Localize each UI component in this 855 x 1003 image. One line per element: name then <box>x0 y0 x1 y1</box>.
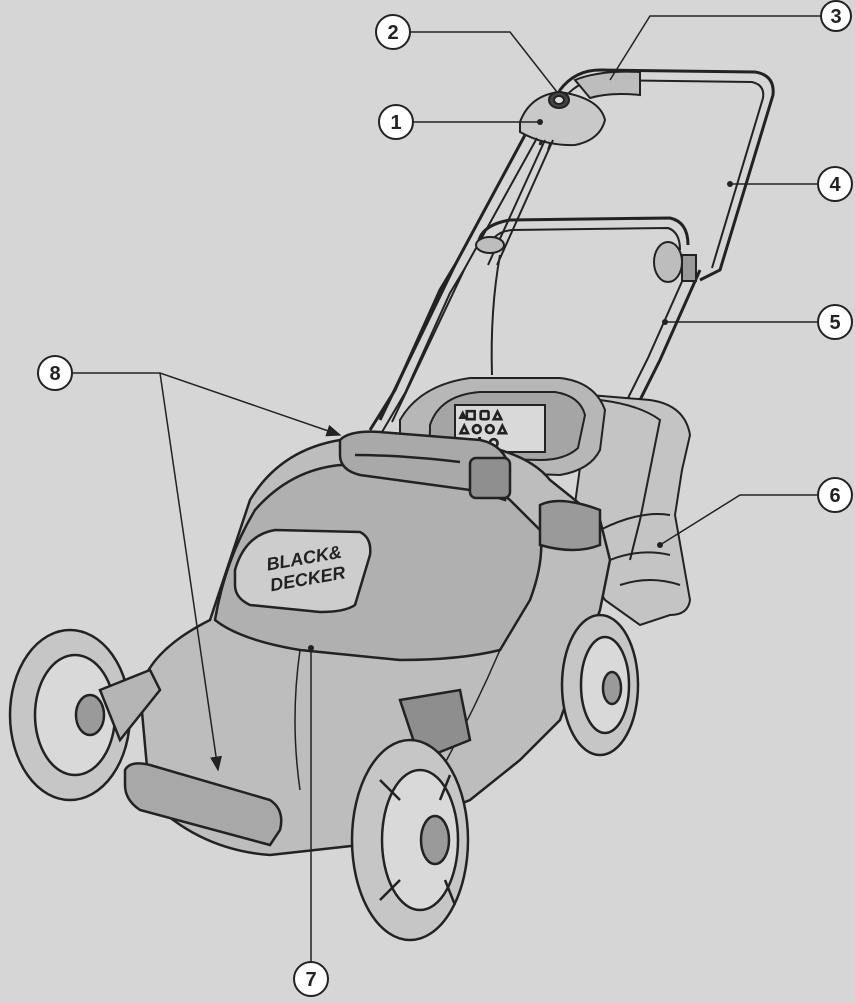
callout-3-label: 3 <box>830 6 841 28</box>
leader-6 <box>659 494 817 546</box>
panel-row-2: △ ○ ○ △ <box>460 422 507 435</box>
callout-1-label: 1 <box>390 112 401 134</box>
handle-assembly <box>368 68 775 501</box>
leader-2 <box>410 31 558 93</box>
callout-6: 6 <box>817 477 853 513</box>
upper-handle <box>538 68 775 282</box>
deck-cover <box>213 463 543 662</box>
front-right-wheel <box>350 738 470 942</box>
leader-dots <box>308 119 733 651</box>
callout-7-label: 7 <box>305 969 316 991</box>
front-left-wheel <box>8 628 162 802</box>
callout-1: 1 <box>378 104 414 140</box>
leader-8a <box>73 372 342 437</box>
rear-right-wheel <box>560 613 640 757</box>
callout-2-label: 2 <box>387 22 398 44</box>
callout-5: 5 <box>817 304 853 340</box>
callout-2: 2 <box>375 14 411 50</box>
callout-3: 3 <box>820 0 852 32</box>
callout-5-label: 5 <box>829 312 840 334</box>
callout-4: 4 <box>817 166 853 202</box>
callout-4-label: 4 <box>829 174 841 196</box>
callout-markers: 1 2 3 4 5 6 7 8 <box>37 0 853 997</box>
panel-row-1: ▵□ ▢ △ <box>460 408 502 421</box>
leader-3 <box>609 15 820 81</box>
deck-body <box>123 430 612 857</box>
leader-8b <box>159 372 222 772</box>
leader-lines <box>73 15 820 962</box>
callout-7: 7 <box>293 961 329 997</box>
callout-6-label: 6 <box>829 485 840 507</box>
callout-8: 8 <box>37 355 73 391</box>
callout-8-label: 8 <box>49 363 60 385</box>
